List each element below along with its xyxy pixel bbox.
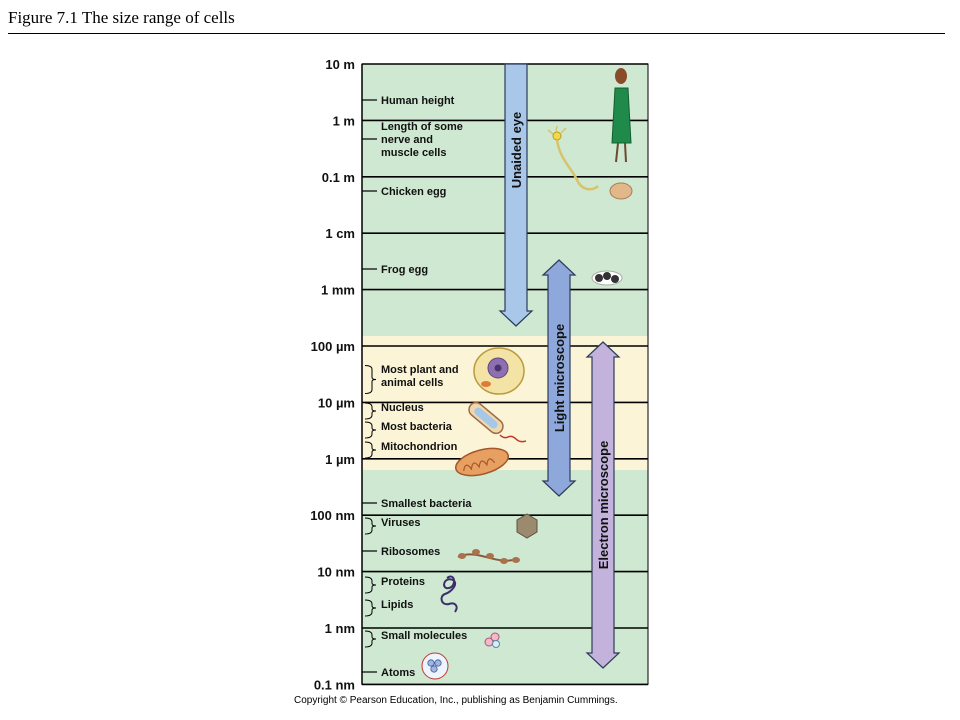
title-divider [8, 33, 945, 34]
mitochondrion-icon [454, 447, 510, 477]
item-label-line: Frog egg [381, 264, 428, 276]
item-proteins: Proteins [364, 576, 425, 594]
frog-egg-icon [591, 270, 623, 286]
illustrations [421, 68, 633, 680]
item-label-line: Length of some [381, 121, 463, 133]
item-human-height: Human height [362, 95, 455, 107]
item-label-line: animal cells [381, 377, 443, 389]
scale-label-10-um: 10 µm [318, 395, 355, 410]
item-label-line: muscle cells [381, 147, 446, 159]
item-label-line: Proteins [381, 576, 425, 588]
copyright-notice: Copyright © Pearson Education, Inc., pub… [294, 695, 618, 706]
animal-cell-icon [473, 347, 525, 395]
item-viruses: Viruses [364, 517, 421, 535]
nerve-cell-icon [547, 125, 599, 191]
scale-label-1-m: 1 m [333, 113, 355, 128]
item-label-line: Nucleus [381, 402, 424, 414]
item-smallest-bacteria: Smallest bacteria [362, 498, 472, 510]
figure-title: Figure 7.1 The size range of cells [8, 8, 235, 27]
scale-label-10-nm: 10 nm [317, 565, 355, 580]
item-ribosomes: Ribosomes [362, 546, 440, 558]
unaided-eye-label: Unaided eye [509, 112, 524, 189]
item-label-line: Smallest bacteria [381, 498, 472, 510]
item-bracket [364, 630, 377, 648]
arrow-shape [585, 341, 621, 669]
ribosome-icon [457, 549, 520, 564]
scale-label-100-nm: 100 nm [310, 508, 355, 523]
item-lipids: Lipids [364, 599, 413, 617]
arrow-shape [541, 259, 577, 497]
item-bracket [364, 402, 377, 420]
item-label-line: Most plant and [381, 364, 459, 376]
item-label-line: Viruses [381, 517, 421, 529]
light-microscope-label: Light microscope [552, 324, 567, 432]
small-molecule-icon [484, 632, 500, 648]
item-frog-egg: Frog egg [362, 264, 428, 276]
item-label-line: Ribosomes [381, 546, 440, 558]
item-small-molecules: Small molecules [364, 630, 467, 648]
item-most-bacteria: Most bacteria [364, 421, 453, 439]
item-bracket [364, 421, 377, 439]
electron-microscope-arrow: Electron microscope [585, 341, 621, 669]
virus-icon [516, 513, 538, 539]
item-atoms: Atoms [362, 667, 415, 679]
scale-label-0-1-nm: 0.1 nm [314, 677, 355, 692]
item-label-line: Lipids [381, 599, 413, 611]
chicken-egg-icon [609, 182, 633, 200]
item-nucleus: Nucleus [364, 402, 424, 420]
arrow-shape [498, 63, 534, 327]
item-bracket [364, 576, 377, 594]
scale-label-1-cm: 1 cm [325, 226, 355, 241]
atom-icon [421, 652, 449, 680]
electron-microscope-label: Electron microscope [596, 441, 611, 570]
item-label-line: Small molecules [381, 630, 467, 642]
scale-label-100-um: 100 µm [311, 339, 355, 354]
item-label-line: nerve and [381, 134, 433, 146]
unaided-eye-arrow: Unaided eye [498, 63, 534, 327]
scale-label-1-um: 1 µm [325, 452, 355, 467]
item-bracket [364, 517, 377, 535]
bacterium-icon [468, 401, 527, 443]
scale-label-1-nm: 1 nm [325, 621, 355, 636]
item-bracket [364, 441, 377, 459]
scale-labels: 10 m 1 m 0.1 m 1 cm 1 mm 100 µm 10 µm 1 µm 100 n… [310, 57, 355, 692]
protein-icon [440, 575, 458, 613]
item-bracket [364, 599, 377, 617]
item-mitochondrion: Mitochondrion [364, 441, 458, 459]
scale-label-1-mm: 1 mm [321, 283, 355, 298]
item-chicken-egg: Chicken egg [362, 186, 446, 198]
item-label-line: Chicken egg [381, 186, 446, 198]
item-label-line: Human height [381, 95, 455, 107]
item-bracket [364, 365, 377, 394]
scale-label-0-1-m: 0.1 m [322, 170, 355, 185]
scale-label-10-m: 10 m [325, 57, 355, 72]
item-label-line: Mitochondrion [381, 441, 458, 453]
light-microscope-arrow: Light microscope [541, 259, 577, 497]
human-icon [611, 68, 632, 163]
item-label-line: Atoms [381, 667, 415, 679]
item-label-line: Most bacteria [381, 421, 453, 433]
